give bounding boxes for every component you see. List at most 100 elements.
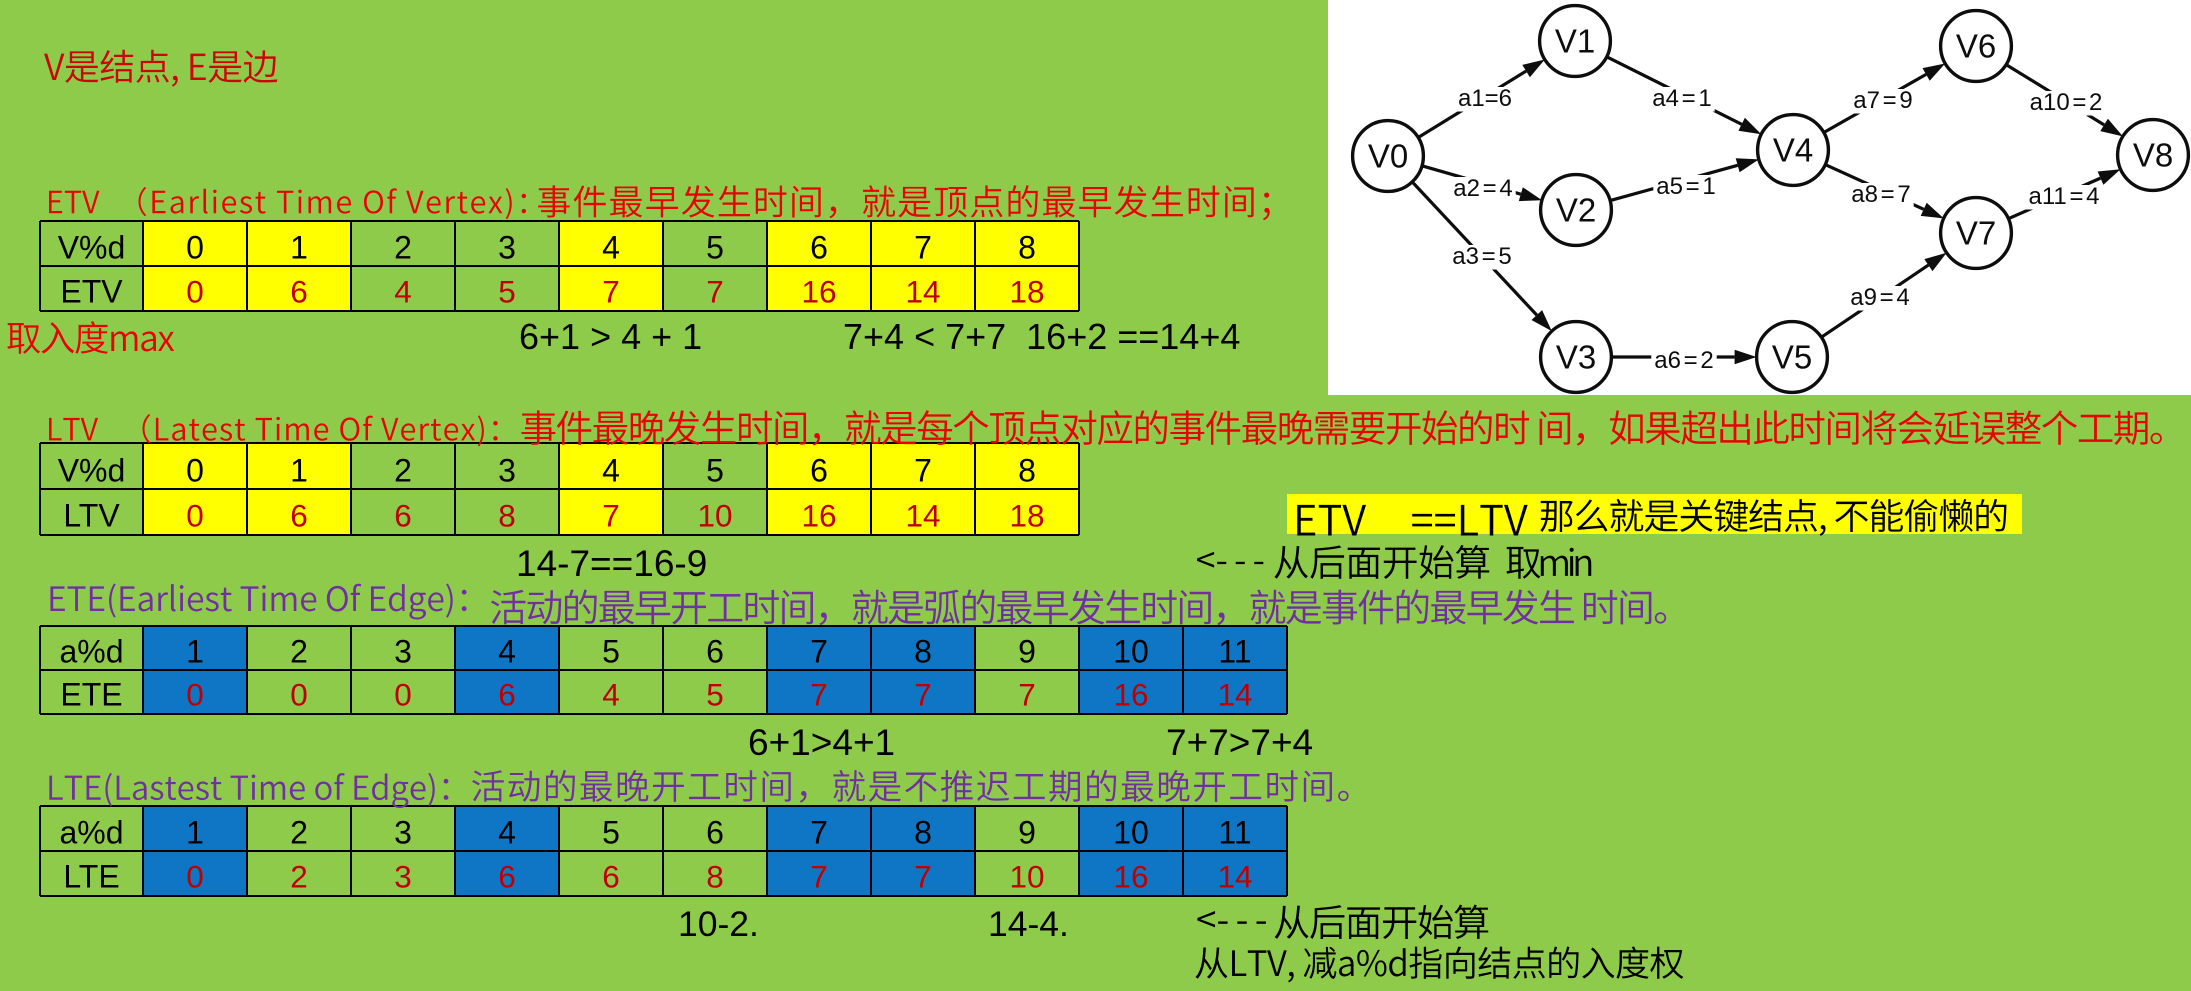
svg-text:18: 18 — [1009, 274, 1044, 310]
svg-text:6: 6 — [810, 230, 828, 266]
svg-text:a7 = 9: a7 = 9 — [1853, 87, 1912, 114]
svg-text:5: 5 — [602, 815, 620, 851]
svg-text:V3: V3 — [1556, 339, 1596, 376]
svg-text:14: 14 — [1217, 677, 1252, 713]
svg-text:7: 7 — [706, 274, 724, 310]
svg-text:0: 0 — [394, 677, 412, 713]
svg-text:0: 0 — [186, 677, 204, 713]
svg-text:16: 16 — [801, 274, 836, 310]
svg-text:a2 = 4: a2 = 4 — [1453, 175, 1512, 202]
svg-text:5: 5 — [706, 230, 724, 266]
svg-text:V7: V7 — [1956, 215, 1996, 252]
svg-text:1: 1 — [186, 634, 204, 670]
svg-text:4: 4 — [498, 634, 516, 670]
svg-text:a%d: a%d — [59, 634, 123, 670]
svg-text:11: 11 — [1218, 815, 1251, 851]
svg-text:2: 2 — [394, 230, 412, 266]
svg-text:V0: V0 — [1368, 138, 1408, 175]
svg-text:7: 7 — [810, 815, 828, 851]
svg-text:V%d: V%d — [58, 452, 126, 488]
svg-text:ETE: ETE — [60, 677, 122, 713]
svg-text:10-2.: 10-2. — [678, 904, 759, 944]
svg-text:3: 3 — [394, 859, 412, 895]
svg-text:3: 3 — [498, 452, 516, 488]
svg-text:10: 10 — [697, 497, 732, 533]
svg-text:8: 8 — [706, 859, 724, 895]
svg-text:V%d: V%d — [58, 230, 126, 266]
svg-text:10: 10 — [1113, 815, 1149, 851]
svg-text:8: 8 — [498, 497, 516, 533]
svg-text:10: 10 — [1009, 859, 1044, 895]
svg-text:LTE: LTE — [63, 859, 119, 895]
svg-text:3: 3 — [394, 634, 412, 670]
svg-text:16: 16 — [1113, 859, 1148, 895]
svg-text:7+7>7+4: 7+7>7+4 — [1166, 722, 1313, 763]
svg-text:5: 5 — [602, 634, 620, 670]
svg-text:6: 6 — [706, 815, 724, 851]
svg-text:a9 = 4: a9 = 4 — [1850, 284, 1909, 311]
svg-text:a1=6: a1=6 — [1458, 85, 1512, 112]
svg-text:14: 14 — [1217, 859, 1252, 895]
svg-text:6: 6 — [602, 859, 620, 895]
svg-text:7: 7 — [810, 634, 828, 670]
svg-text:7: 7 — [914, 859, 932, 895]
svg-text:6+1 > 4 + 1: 6+1 > 4 + 1 — [519, 316, 702, 357]
svg-text:a5 = 1: a5 = 1 — [1656, 173, 1715, 200]
svg-text:11: 11 — [1218, 634, 1251, 670]
svg-text:6: 6 — [290, 497, 308, 533]
svg-text:7+4 < 7+7 16+2 ==14+4: 7+4 < 7+7 16+2 ==14+4 — [843, 316, 1240, 357]
svg-text:6: 6 — [810, 452, 828, 488]
svg-text:5: 5 — [706, 677, 724, 713]
svg-text:7: 7 — [810, 677, 828, 713]
svg-text:V5: V5 — [1772, 339, 1812, 376]
svg-text:6: 6 — [290, 274, 308, 310]
svg-text:1: 1 — [290, 230, 308, 266]
svg-text:2: 2 — [290, 634, 308, 670]
svg-text:V6: V6 — [1956, 28, 1996, 65]
svg-text:7: 7 — [810, 859, 828, 895]
svg-text:ETV: ETV — [60, 274, 123, 310]
svg-text:14: 14 — [905, 497, 940, 533]
svg-text:8: 8 — [914, 634, 932, 670]
svg-text:4: 4 — [394, 274, 412, 310]
svg-text:4: 4 — [498, 815, 516, 851]
svg-text:14-4.: 14-4. — [988, 904, 1069, 944]
svg-text:14-7==16-9: 14-7==16-9 — [516, 543, 707, 584]
svg-text:V4: V4 — [1773, 132, 1813, 169]
svg-text:2: 2 — [290, 859, 308, 895]
svg-text:5: 5 — [706, 452, 724, 488]
svg-text:4: 4 — [602, 452, 620, 488]
svg-text:3: 3 — [394, 815, 412, 851]
svg-text:2: 2 — [394, 452, 412, 488]
svg-text:0: 0 — [186, 230, 204, 266]
svg-text:a8 = 7: a8 = 7 — [1851, 181, 1910, 208]
svg-text:0: 0 — [186, 497, 204, 533]
svg-text:1: 1 — [186, 815, 204, 851]
svg-text:3: 3 — [498, 230, 516, 266]
svg-text:0: 0 — [186, 274, 204, 310]
svg-text:16: 16 — [801, 497, 836, 533]
svg-text:V1: V1 — [1555, 23, 1595, 60]
svg-text:6: 6 — [394, 497, 412, 533]
svg-text:a4 = 1: a4 = 1 — [1652, 85, 1711, 112]
svg-text:18: 18 — [1009, 497, 1044, 533]
svg-text:a3 = 5: a3 = 5 — [1452, 243, 1511, 270]
svg-text:a6 = 2: a6 = 2 — [1654, 347, 1713, 374]
svg-text:1: 1 — [290, 452, 308, 488]
svg-text:6+1>4+1: 6+1>4+1 — [748, 722, 895, 763]
svg-text:8: 8 — [1018, 230, 1036, 266]
svg-text:9: 9 — [1018, 815, 1036, 851]
svg-text:V8: V8 — [2133, 137, 2173, 174]
svg-text:8: 8 — [1018, 452, 1036, 488]
svg-text:6: 6 — [498, 859, 516, 895]
svg-text:7: 7 — [914, 677, 932, 713]
svg-text:0: 0 — [290, 677, 308, 713]
svg-text:4: 4 — [602, 230, 620, 266]
svg-text:5: 5 — [498, 274, 516, 310]
svg-text:7: 7 — [914, 230, 932, 266]
svg-text:6: 6 — [706, 634, 724, 670]
svg-text:0: 0 — [186, 859, 204, 895]
svg-text:4: 4 — [602, 677, 620, 713]
svg-text:14: 14 — [905, 274, 940, 310]
svg-text:0: 0 — [186, 452, 204, 488]
